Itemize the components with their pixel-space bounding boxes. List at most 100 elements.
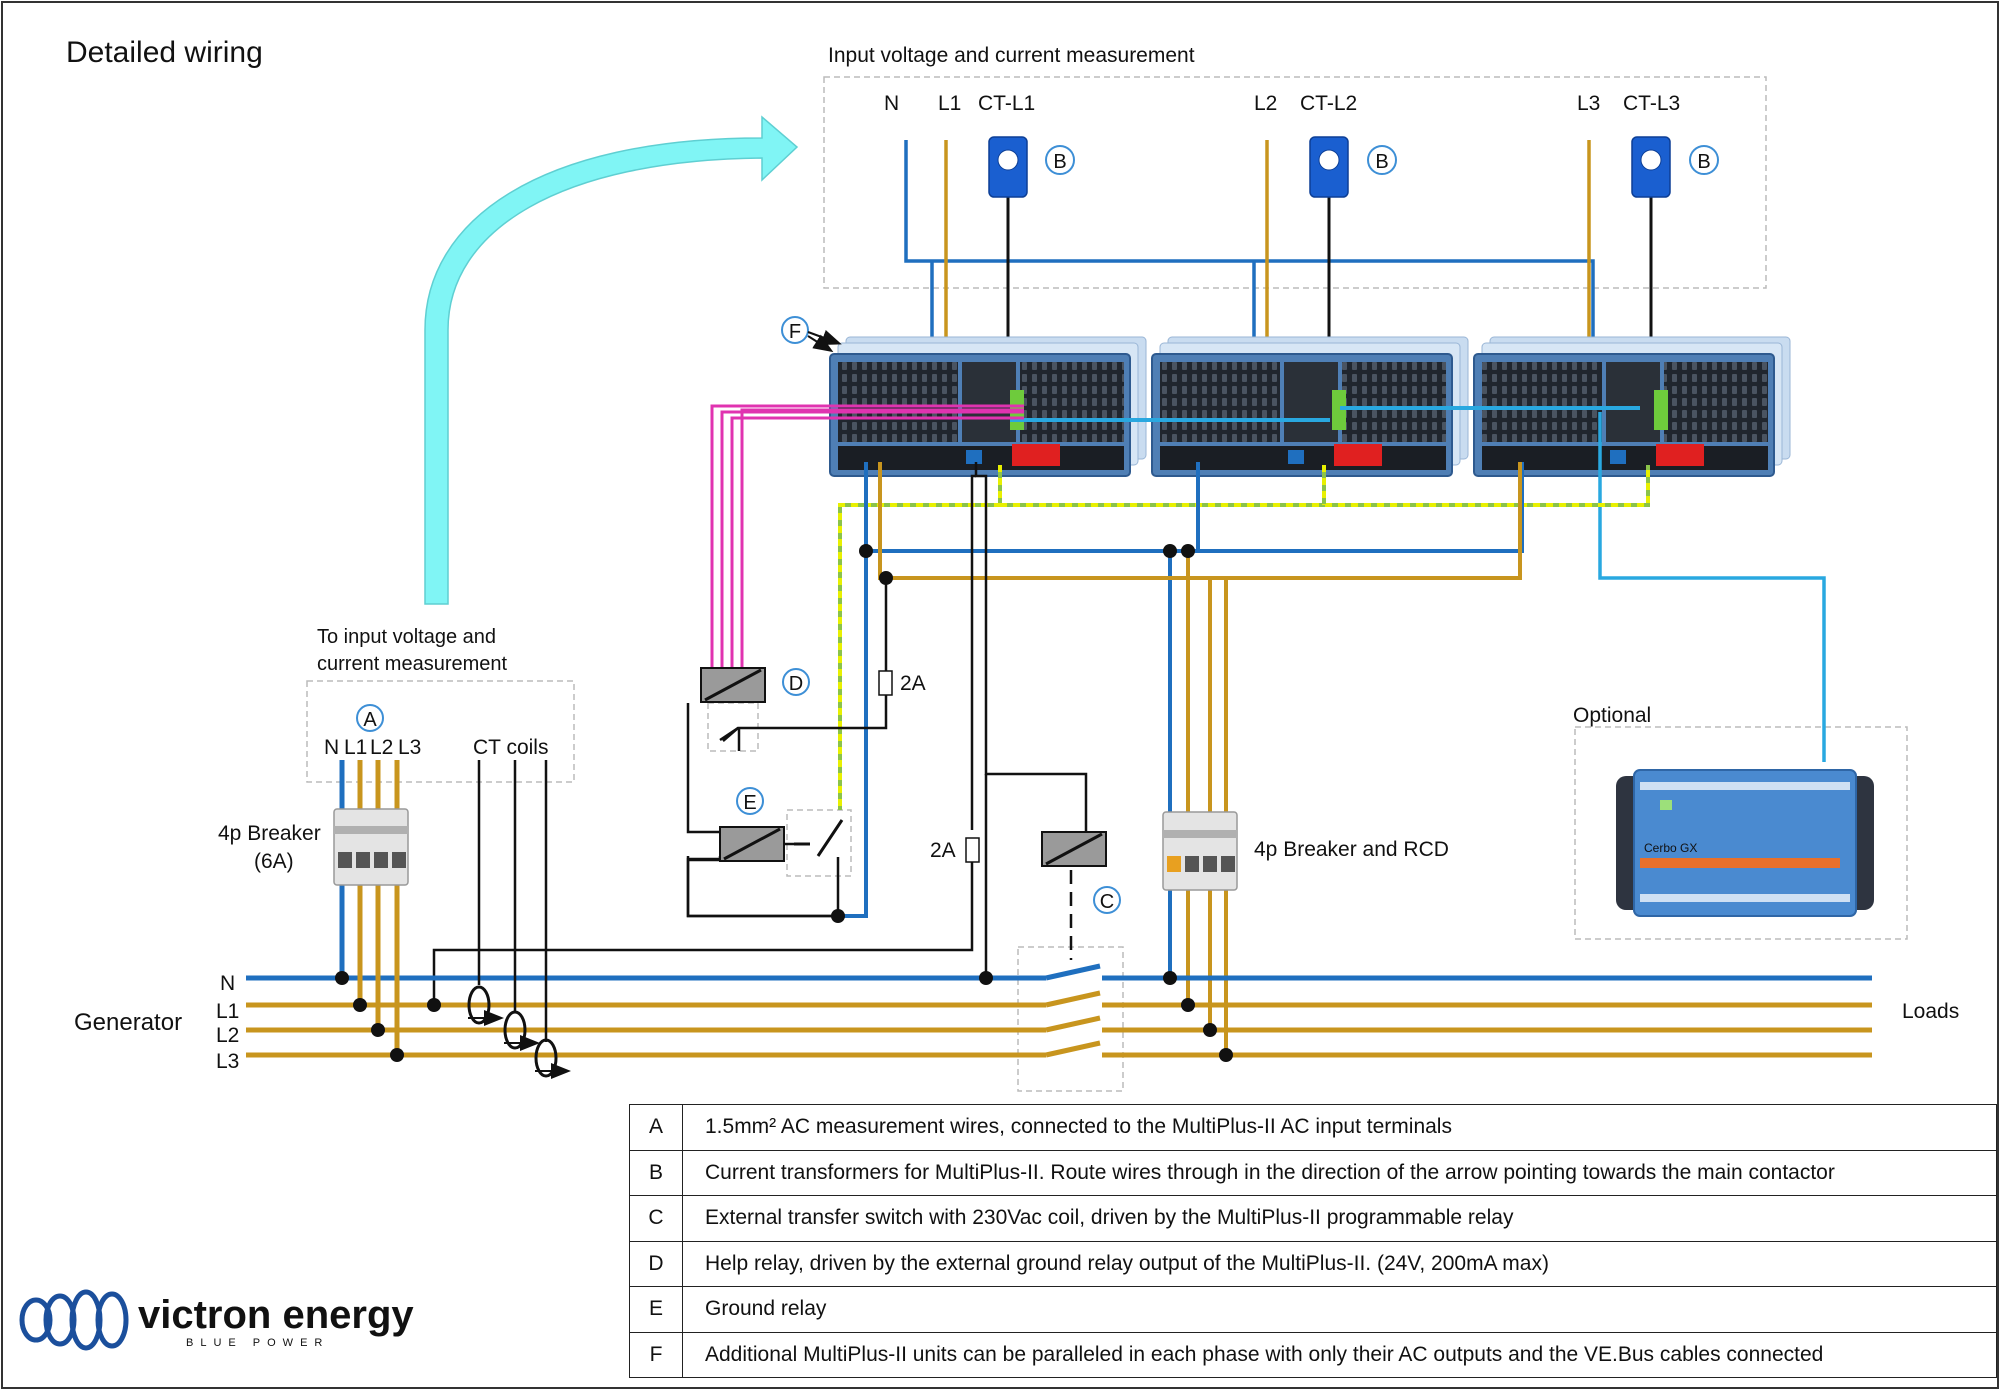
multiplus-unit-l2	[1151, 336, 1469, 477]
ground-relay-contact-box	[786, 809, 852, 877]
legend-key: A	[629, 1104, 683, 1151]
marker-f: F	[781, 316, 842, 353]
legend-text: Ground relay	[682, 1286, 1997, 1333]
breaker-terminal-n: N	[324, 736, 339, 759]
brand-name: victron energy	[138, 1293, 414, 1337]
ground-relay-contact	[794, 819, 844, 857]
marker-b-l3: B	[1689, 145, 1719, 175]
fuse-2-label: 2A	[930, 839, 956, 862]
to-input-label-1: To input voltage and	[317, 626, 496, 648]
marker-c: C	[1093, 886, 1121, 914]
generator-bus	[246, 975, 1046, 1058]
fuse-1-label: 2A	[900, 672, 926, 695]
ct-coil-l2	[503, 1010, 540, 1051]
multiplus-unit-l3	[1473, 336, 1791, 477]
legend-row: A 1.5mm² AC measurement wires, connected…	[629, 1104, 1997, 1151]
top-terminal-l1: L1	[938, 92, 961, 115]
svg-text:E: E	[743, 792, 756, 814]
top-terminal-l3: L3	[1577, 92, 1600, 115]
ground-relay-coil	[719, 826, 785, 862]
legend-key: F	[629, 1331, 683, 1378]
marker-e: E	[736, 787, 764, 815]
top-terminal-n: N	[884, 92, 899, 115]
legend-text: Current transformers for MultiPlus-II. R…	[682, 1149, 1997, 1196]
ct-clamp-l3	[1631, 136, 1671, 198]
legend-row: F Additional MultiPlus-II units can be p…	[629, 1331, 1997, 1378]
breaker-4p-label-2: (6A)	[254, 850, 294, 873]
victron-logo-mark	[19, 1289, 129, 1351]
top-terminal-ct-l3: CT-L3	[1623, 92, 1680, 115]
generator-label: Generator	[74, 1009, 182, 1036]
breaker-terminal-l3: L3	[398, 736, 421, 759]
to-input-box	[306, 680, 575, 783]
page-title: Detailed wiring	[66, 36, 263, 69]
generator-line-l2: L2	[216, 1024, 239, 1047]
marker-b-l1: B	[1045, 145, 1075, 175]
vebus-to-cerbo	[1598, 412, 1826, 762]
legend-table: A 1.5mm² AC measurement wires, connected…	[629, 1104, 1997, 1378]
ac-output-wires	[840, 462, 1524, 1055]
legend-key: D	[629, 1240, 683, 1287]
breaker-4p-6a	[333, 808, 409, 886]
legend-text: 1.5mm² AC measurement wires, connected t…	[682, 1104, 1997, 1151]
svg-text:B: B	[1053, 151, 1066, 173]
legend-key: B	[629, 1149, 683, 1196]
svg-text:F: F	[789, 321, 801, 343]
to-input-label-2: current measurement	[317, 653, 508, 675]
legend-row: B Current transformers for MultiPlus-II.…	[629, 1149, 1997, 1196]
marker-d: D	[782, 668, 810, 696]
legend-row: C External transfer switch with 230Vac c…	[629, 1195, 1997, 1242]
breaker-4p-label-1: 4p Breaker	[218, 822, 321, 845]
loads-label: Loads	[1902, 1000, 1959, 1023]
input-measurement-label: Input voltage and current measurement	[828, 44, 1195, 67]
measurement-flow-arrow	[424, 115, 799, 605]
fuse-1	[878, 670, 893, 696]
breaker-terminal-l2: L2	[370, 736, 393, 759]
svg-text:B: B	[1375, 151, 1388, 173]
svg-text:D: D	[789, 673, 803, 695]
fuse-2	[965, 837, 980, 863]
brand-tagline: BLUE POWER	[186, 1337, 329, 1349]
cerbo-gx-name: Cerbo GX	[1644, 841, 1697, 855]
svg-text:B: B	[1697, 151, 1710, 173]
generator-line-l1: L1	[216, 1000, 239, 1023]
multiplus-unit-l1	[829, 336, 1147, 477]
ct-coil-l3	[534, 1038, 571, 1079]
ct-coil-wires	[477, 760, 548, 1042]
ct-coils-label: CT coils	[473, 736, 548, 759]
transfer-switch-coil	[1041, 831, 1107, 867]
legend-text: External transfer switch with 230Vac coi…	[682, 1195, 1997, 1242]
legend-text: Additional MultiPlus-II units can be par…	[682, 1331, 1997, 1378]
top-terminal-l2: L2	[1254, 92, 1277, 115]
svg-text:A: A	[363, 709, 377, 731]
ct-clamp-l1	[988, 136, 1028, 198]
breaker-rcd-label: 4p Breaker and RCD	[1254, 838, 1449, 861]
help-relay-coil	[700, 667, 766, 703]
legend-key: E	[629, 1286, 683, 1333]
legend-key: C	[629, 1195, 683, 1242]
measurement-breaker-wires	[339, 760, 400, 1055]
ct-clamp-l2	[1309, 136, 1349, 198]
ground-relay-signal-wires	[710, 404, 1024, 668]
ct-coil-l1	[467, 985, 504, 1026]
victron-logo: victron energy BLUE POWER	[19, 1289, 414, 1351]
load-bus	[1102, 975, 1872, 1058]
transfer-switch-box	[1017, 946, 1124, 1092]
svg-text:C: C	[1100, 891, 1114, 913]
legend-row: D Help relay, driven by the external gro…	[629, 1240, 1997, 1287]
optional-box	[1574, 726, 1908, 940]
junction-dots	[335, 544, 1233, 1062]
top-terminal-ct-l2: CT-L2	[1300, 92, 1357, 115]
ground-relay-loop	[686, 857, 840, 918]
breaker-terminal-l1: L1	[344, 736, 367, 759]
breaker-4p-rcd	[1162, 811, 1238, 891]
cerbo-gx-device: Cerbo GX	[1616, 769, 1874, 917]
generator-line-l3: L3	[216, 1050, 239, 1073]
generator-line-n: N	[220, 972, 235, 995]
optional-label: Optional	[1573, 704, 1651, 727]
legend-row: E Ground relay	[629, 1286, 1997, 1333]
transfer-switch-blades	[1045, 963, 1101, 1058]
help-relay-contact	[719, 726, 739, 742]
